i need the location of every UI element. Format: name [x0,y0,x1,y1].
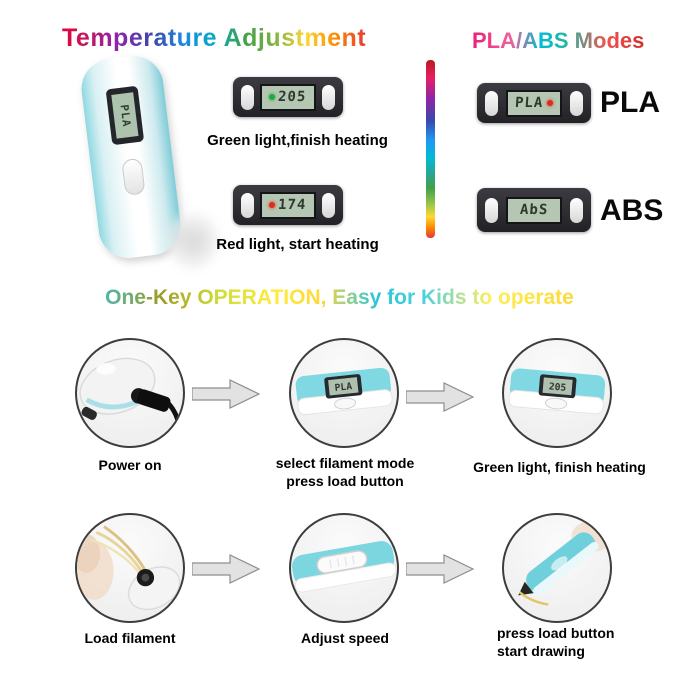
lcd-screen: 205 [260,83,316,111]
slider-ridge [336,558,340,568]
blurred-background-object [168,213,218,269]
caption-red-light: Red light, start heating [216,236,379,253]
arrow-right-icon [192,552,262,586]
speed-slider [316,550,368,574]
filament-strand [103,525,147,572]
load-button [545,397,568,410]
arrow-right-icon [192,377,262,411]
caption-green-light: Green light,finish heating [207,132,388,149]
adjust-speed-illustration [292,541,397,593]
pen-body: PLA [78,52,184,262]
start-drawing-illustration [518,520,610,606]
label-pla: PLA [600,86,660,119]
green-indicator-light [269,94,276,100]
power-plug [137,389,171,412]
lcd-value: 205 [548,381,566,393]
caption-start-drawing: press load button start drawing [497,625,615,660]
caption-finish-heating: Green light, finish heating [473,459,646,475]
lcd-value-abs: AbS [519,202,549,218]
lcd-screen: PLA [506,89,562,117]
display-button-left [241,192,254,218]
step-circle-adjust-speed [289,513,399,623]
label-abs: ABS [600,194,664,227]
lcd-screen [542,377,573,396]
slider-ridge [344,556,347,566]
filament-strand [95,531,144,574]
heading-pla-abs-modes: PLA/ABS Modes [472,28,645,53]
arrow-shape [192,554,261,584]
load-filament-illustration [77,525,181,611]
step-circle-select-mode: PLA [289,338,399,448]
heading-one-key-operation: One-Key OPERATION, Easy for Kids to oper… [0,286,679,310]
slider-ridge [329,559,332,569]
pen-body-white [294,562,397,593]
display-button-right [322,192,335,218]
slider-ridge [352,555,355,565]
lcd-screen: AbS [506,196,562,224]
arrow-right-icon [406,380,476,414]
caption-power-on: Power on [98,457,162,473]
pen-end [127,566,181,611]
filament-port-inner [141,573,150,582]
arrow-shape [406,554,475,584]
pen-load-button [121,157,146,196]
pen-nib [518,581,534,596]
display-abs-mode: AbS [477,188,591,232]
pen-lcd-screen: PLA [111,92,139,139]
power-on-illustration [79,357,182,428]
pen-photo: PLA [72,52,218,270]
pen-teal-accent [85,397,138,410]
step-circle-finish-heating: 205 [502,338,612,448]
power-cable [166,401,182,428]
select-mode-illustration: PLA [295,367,393,415]
rainbow-gradient-bar [426,60,435,238]
caption-load-filament: Load filament [84,630,176,646]
display-button-right [570,197,583,223]
step-circle-start-drawing [502,513,612,623]
pen-lcd: PLA [105,85,145,146]
red-indicator-light [269,202,276,208]
step-circle-load-filament [75,513,185,623]
display-green-light: 205 [233,77,343,117]
lcd-screen [328,377,359,396]
heading-temperature-adjustment: Temperature Adjustment [62,24,367,52]
red-indicator-light [546,100,553,106]
lcd-screen: 174 [260,191,316,219]
arrow-shape [192,379,261,409]
heading-one-key-operation-text: One-Key OPERATION, Easy for Kids to oper… [105,286,574,309]
pen-lcd-value: PLA [117,103,133,128]
lcd-value-pla: PLA [514,95,545,111]
lcd-value-temperature: 205 [277,89,308,105]
arrow-shape [406,382,475,412]
display-button-right [570,90,583,116]
pen-tip [81,406,97,420]
display-button-left [241,84,254,110]
hand [77,534,101,573]
lcd-value-temperature: 174 [277,197,308,213]
highlight [96,363,116,375]
lcd-value: PLA [334,381,353,394]
pen-body-white [533,542,599,596]
highlight [551,556,568,571]
display-pla-mode: PLA [477,83,591,123]
caption-adjust-speed: Adjust speed [301,630,389,646]
load-button [334,397,357,410]
filament-strand [90,538,142,576]
display-button-left [485,90,498,116]
caption-select-mode: select filament mode press load button [275,455,415,490]
display-button-left [485,197,498,223]
drawn-filament-line [518,591,549,606]
display-red-light: 174 [233,185,343,225]
step-circle-power-on [75,338,185,448]
arrow-right-icon [406,552,476,586]
finish-heating-illustration: 205 [508,368,606,415]
display-button-right [322,84,335,110]
